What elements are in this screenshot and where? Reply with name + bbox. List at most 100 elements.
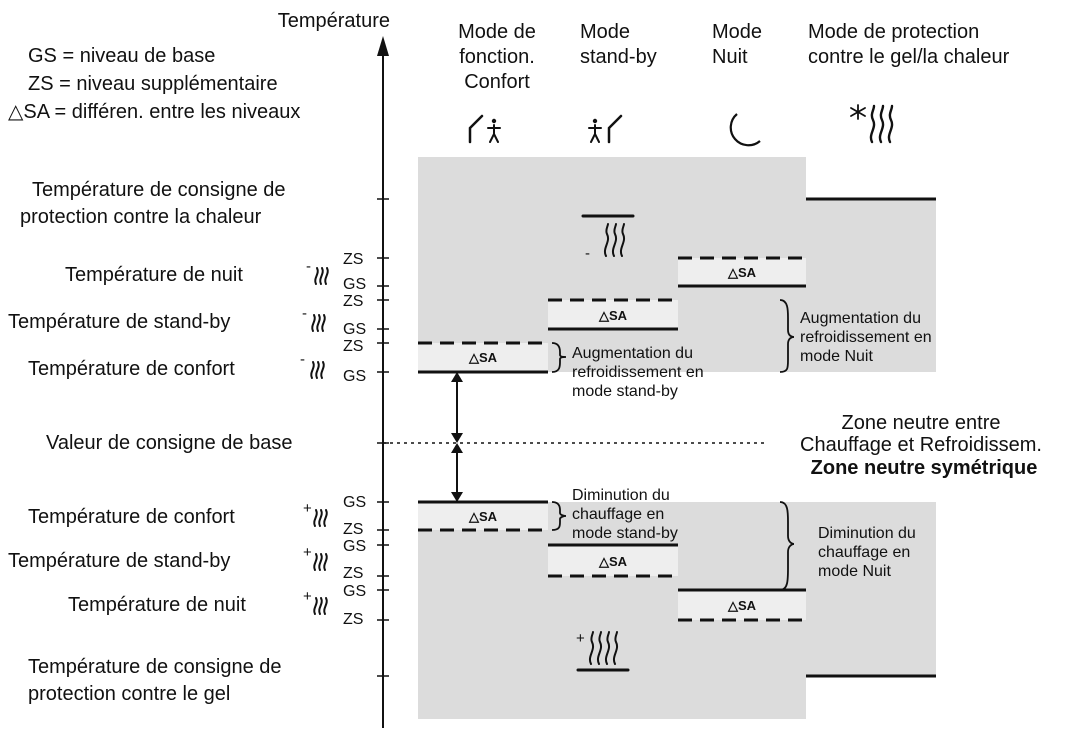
- ann-heat-night-3: mode Nuit: [818, 563, 891, 580]
- mode-protection-line-2: contre le gel/la chaleur: [808, 46, 1010, 68]
- heat-protection-cap: [806, 157, 936, 199]
- center-cool-sign: -: [585, 245, 590, 262]
- center-heat-sign: +: [576, 630, 585, 647]
- mode-night-line-2: Nuit: [712, 46, 748, 68]
- marker-gs-night-cool: GS: [343, 276, 366, 293]
- axis-arrowhead: [377, 36, 389, 56]
- sa-night-cool: △SA: [727, 265, 757, 280]
- marker-gs-comfort-heat: GS: [343, 494, 366, 511]
- brace-heat-night: [779, 501, 795, 591]
- annotation-heat-standby: Diminution du chauffage en mode stand-by: [572, 487, 678, 542]
- sign-comfort-cool: -: [300, 351, 305, 368]
- ann-neutral-bold: Zone neutre symétrique: [811, 457, 1038, 479]
- mode-header-protection: Mode de protection contre le gel/la chal…: [808, 21, 1010, 68]
- standby-icon: [588, 114, 623, 144]
- label-heat-protection-line-1: Température de consigne de: [32, 179, 286, 201]
- marker-gs-standby-heat: GS: [343, 538, 366, 555]
- marker-gs-comfort-cool: GS: [343, 368, 366, 385]
- marker-zs-comfort-heat: ZS: [343, 521, 363, 538]
- sign-standby-cool: -: [302, 305, 307, 322]
- band-night-cool: [678, 258, 806, 286]
- annotation-cool-night: Augmentation du refroidissement en mode …: [800, 310, 932, 365]
- wave-icons-left: [310, 267, 329, 615]
- ann-cool-night-1: Augmentation du: [800, 310, 921, 327]
- sign-comfort-heat: +: [303, 500, 312, 517]
- legend-gs: GS = niveau de base: [28, 45, 215, 67]
- sa-comfort-cool: △SA: [468, 350, 498, 365]
- legend-sa: △SA = différen. entre les niveaux: [8, 101, 300, 123]
- neutral-zone-arrows: [451, 372, 463, 502]
- ann-neutral-1: Zone neutre entre: [842, 412, 1001, 434]
- mode-standby-line-2: stand-by: [580, 46, 657, 68]
- label-frost-protection-line-2: protection contre le gel: [28, 683, 230, 705]
- mode-comfort-line-1: Mode de: [458, 21, 536, 43]
- sa-night-heat: △SA: [727, 598, 757, 613]
- sign-night-cool: -: [306, 258, 311, 275]
- axis-ticks: [377, 198, 389, 677]
- marker-zs-comfort-cool: ZS: [343, 338, 363, 355]
- sa-standby-cool: △SA: [598, 308, 628, 323]
- annotation-heat-night: Diminution du chauffage en mode Nuit: [818, 525, 916, 580]
- mode-night-line-1: Mode: [712, 21, 762, 43]
- mode-protection-line-1: Mode de protection: [808, 21, 979, 43]
- band-comfort-cool: [418, 343, 548, 372]
- ann-heat-standby-1: Diminution du: [572, 487, 670, 504]
- ann-cool-standby-3: mode stand-by: [572, 383, 678, 400]
- marker-gs-standby-cool: GS: [343, 321, 366, 338]
- cool-sign-markers: - - -: [300, 258, 311, 368]
- gs-lines: [418, 197, 936, 678]
- ann-heat-night-2: chauffage en: [818, 544, 910, 561]
- annotation-cool-standby: Augmentation du refroidissement en mode …: [572, 345, 704, 400]
- mode-comfort-line-2: fonction.: [459, 46, 535, 68]
- ann-cool-night-3: mode Nuit: [800, 348, 873, 365]
- delta-sa-labels: △SA △SA △SA △SA △SA △SA: [468, 265, 757, 613]
- mode-header-night: Mode Nuit: [712, 21, 762, 68]
- center-cool-icon: -: [581, 214, 635, 262]
- ann-cool-night-2: refroidissement en: [800, 329, 932, 346]
- brace-cool-standby: [551, 342, 567, 373]
- marker-gs-night-heat: GS: [343, 583, 366, 600]
- braces: [551, 299, 795, 591]
- label-night-cool: Température de nuit: [65, 264, 243, 286]
- ann-heat-standby-3: mode stand-by: [572, 525, 678, 542]
- band-night-heat: [678, 590, 806, 620]
- annotation-neutral-zone: Zone neutre entre Chauffage et Refroidis…: [800, 412, 1042, 479]
- label-heat-protection-line-2: protection contre la chaleur: [20, 206, 262, 228]
- mode-comfort-line-3: Confort: [464, 71, 530, 93]
- label-base-setpoint: Valeur de consigne de base: [46, 432, 292, 454]
- sign-night-heat: +: [303, 588, 312, 605]
- center-heat-icon: +: [576, 630, 630, 672]
- label-comfort-cool: Température de confort: [28, 358, 235, 380]
- heat-sign-markers: + + +: [303, 500, 312, 605]
- snowflake-heat-icon: [850, 104, 894, 144]
- sa-comfort-heat: △SA: [468, 509, 498, 524]
- brace-cool-night: [779, 299, 795, 373]
- sign-standby-heat: +: [303, 544, 312, 561]
- label-comfort-heat: Température de confort: [28, 506, 235, 528]
- axis-label: Température: [278, 10, 390, 32]
- legend-zs: ZS = niveau supplémentaire: [28, 73, 278, 95]
- marker-zs-standby-heat: ZS: [343, 565, 363, 582]
- ann-heat-standby-2: chauffage en: [572, 506, 664, 523]
- mode-header-standby: Mode stand-by: [580, 21, 657, 68]
- mode-standby-line-1: Mode: [580, 21, 630, 43]
- band-standby-cool: [548, 300, 678, 329]
- marker-zs-standby-cool: ZS: [343, 293, 363, 310]
- sa-standby-heat: △SA: [598, 554, 628, 569]
- label-frost-protection-line-1: Température de consigne de: [28, 656, 282, 678]
- frost-protection-cap: [806, 676, 936, 719]
- label-standby-heat: Température de stand-by: [8, 550, 230, 572]
- mode-header-comfort: Mode de fonction. Confort: [458, 21, 536, 93]
- label-night-heat: Température de nuit: [68, 594, 246, 616]
- band-standby-heat: [548, 545, 678, 576]
- ann-cool-standby-2: refroidissement en: [572, 364, 704, 381]
- ann-heat-night-1: Diminution du: [818, 525, 916, 542]
- label-standby-cool: Température de stand-by: [8, 311, 230, 333]
- moon-icon: [729, 113, 761, 147]
- comfort-icon: [468, 114, 501, 144]
- marker-zs-night-cool: ZS: [343, 251, 363, 268]
- brace-heat-standby: [551, 501, 567, 531]
- band-comfort-heat: [418, 502, 548, 530]
